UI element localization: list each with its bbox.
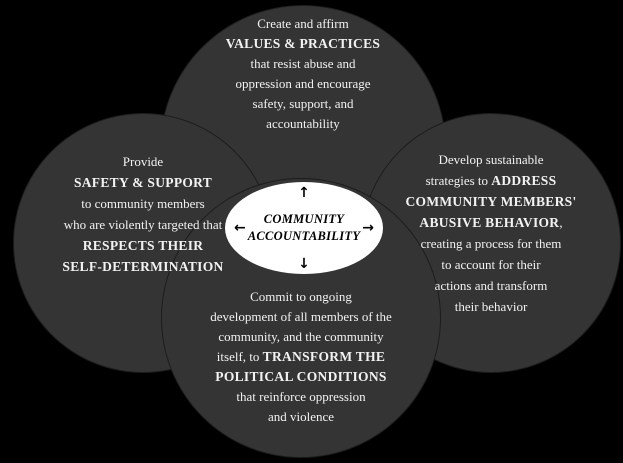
arrow-up-icon: ↑ [298, 185, 310, 201]
community-accountability-hub: ↑ ↓ ← → COMMUNITY ACCOUNTABILITY [225, 182, 383, 274]
address-behavior-text: Develop sustainable strategies to ADDRES… [405, 152, 577, 314]
safety-support-text: Provide SAFETY & SUPPORT to community me… [62, 154, 224, 274]
values-practices-text: Create and affirm VALUES & PRACTICES tha… [225, 16, 381, 131]
center-label-line2: ACCOUNTABILITY [247, 229, 361, 243]
arrow-left-icon: ← [234, 220, 246, 236]
arrow-right-icon: → [362, 220, 374, 236]
center-label: COMMUNITY ACCOUNTABILITY [225, 211, 383, 245]
arrow-down-icon: ↓ [298, 256, 310, 272]
center-label-line1: COMMUNITY [263, 212, 345, 226]
political-conditions-text: Commit to ongoing development of all mem… [210, 289, 392, 424]
